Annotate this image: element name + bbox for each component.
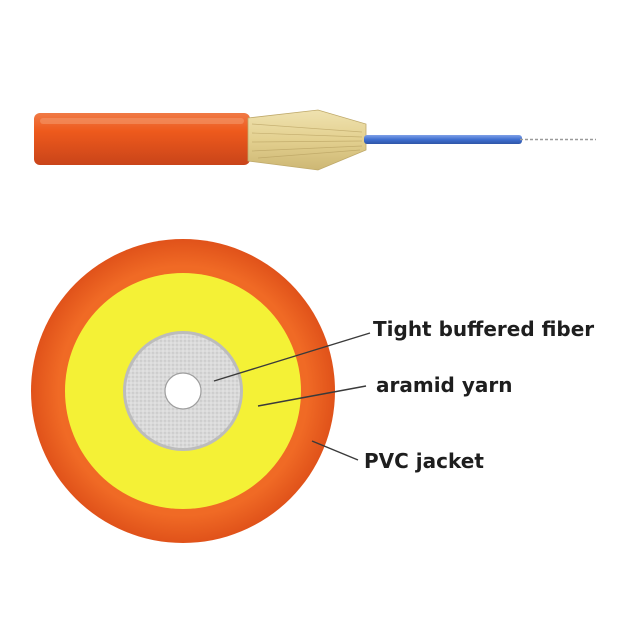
side-yarn-strands — [251, 123, 363, 159]
side-pvc-jacket — [34, 113, 250, 165]
label-tight-buffered-fiber: Tight buffered fiber — [373, 317, 594, 341]
leader-tight-buffered-fiber — [213, 332, 371, 382]
leader-pvc-jacket — [311, 440, 359, 461]
side-aramid-yarn — [247, 109, 367, 171]
leader-aramid-yarn — [257, 385, 367, 407]
label-aramid-yarn: aramid yarn — [376, 373, 512, 397]
cable-side-view — [34, 109, 596, 171]
side-tight-buffer — [364, 135, 522, 144]
cable-cross-section — [31, 239, 335, 543]
label-pvc-jacket: PVC jacket — [364, 449, 484, 473]
side-jacket-highlight — [40, 118, 244, 124]
cross-fiber-core — [164, 372, 202, 410]
